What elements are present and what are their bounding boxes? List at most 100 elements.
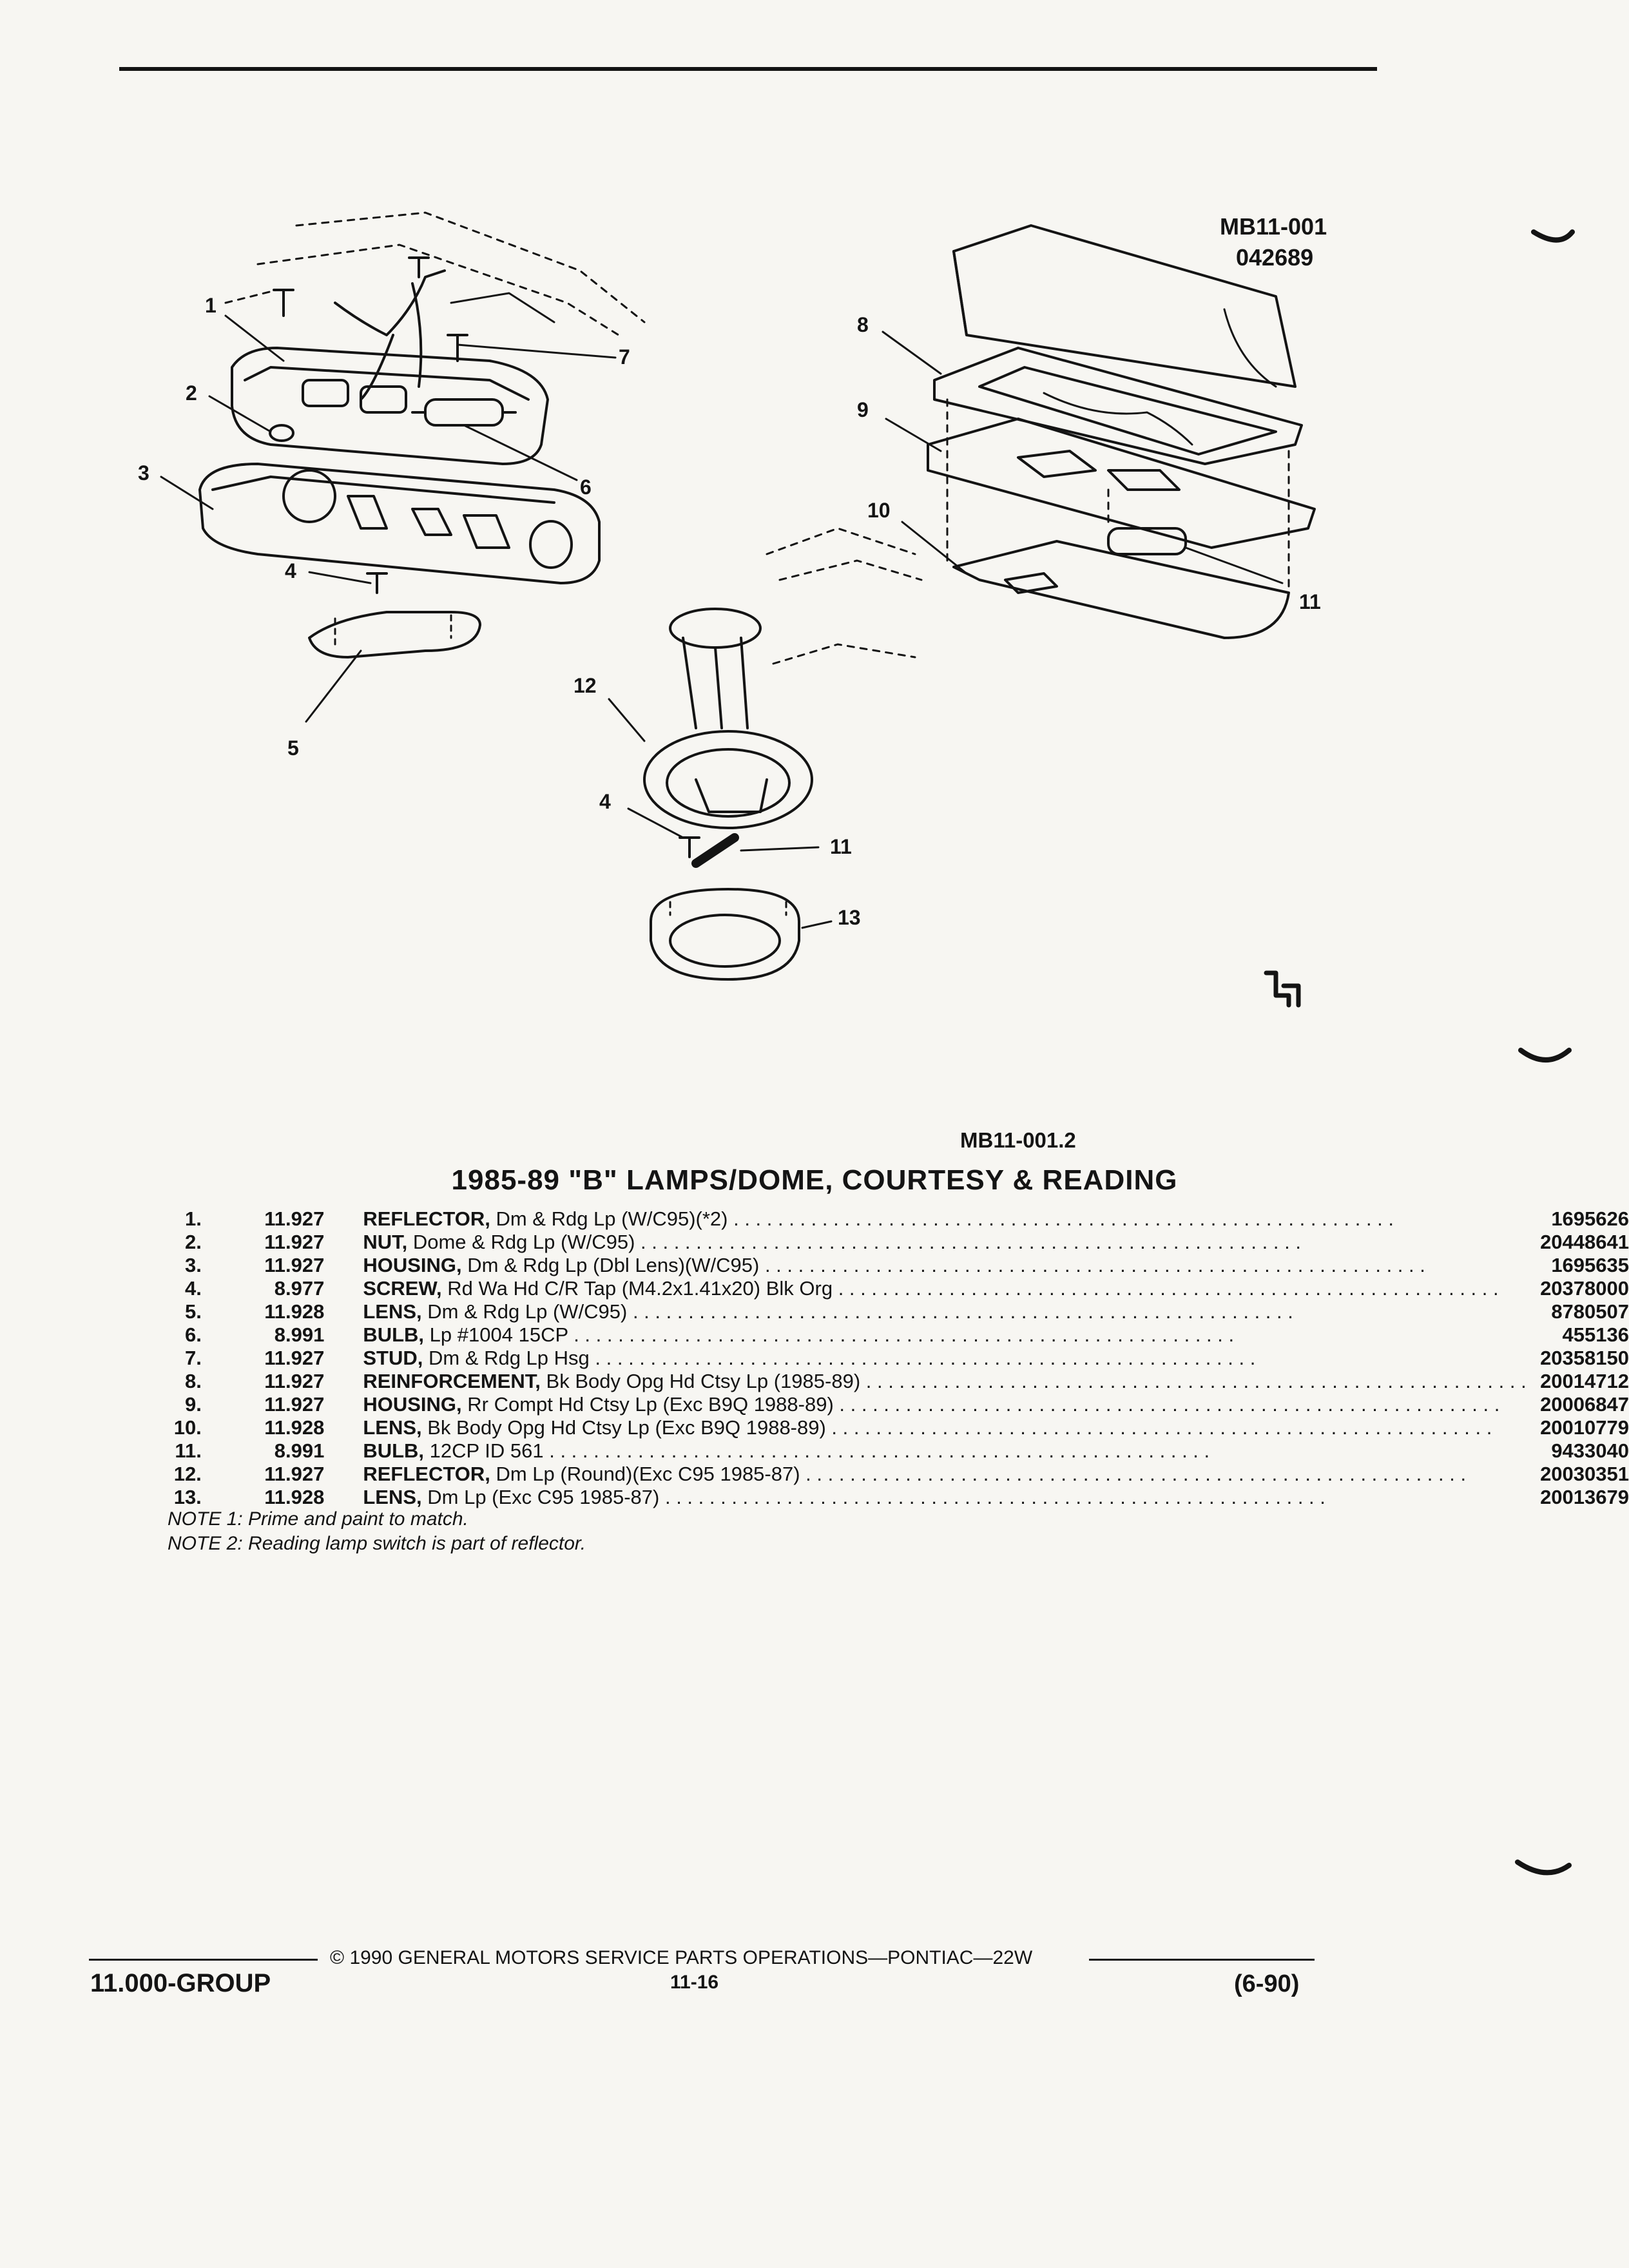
callout-1: 1 <box>205 294 217 317</box>
copyright-line: © 1990 GENERAL MOTORS SERVICE PARTS OPER… <box>330 1947 1033 1968</box>
footer-rule-right <box>1089 1959 1315 1961</box>
part-number: 455136 <box>1562 1323 1629 1346</box>
part-group-number: 11.927 <box>264 1393 325 1416</box>
part-group-number: 8.991 <box>274 1439 325 1462</box>
callout-11-center: 11 <box>830 835 852 858</box>
section-title: 1985-89 "B" LAMPS/DOME, COURTESY & READI… <box>451 1164 1178 1196</box>
part-name: LENS, <box>363 1300 422 1323</box>
part-index: 5. <box>184 1300 202 1323</box>
leader-dots: . . . . . . . . . . . . . . . . . . . . … <box>627 1300 1293 1323</box>
part-group-number: 8.991 <box>274 1323 325 1346</box>
leader-dots: . . . . . . . . . . . . . . . . . . . . … <box>833 1393 1500 1416</box>
part-index: 10. <box>173 1416 202 1439</box>
callout-4: 4 <box>285 559 296 582</box>
callout-12: 12 <box>574 674 597 697</box>
part-group-number: 11.927 <box>264 1370 325 1392</box>
leader-dots: . . . . . . . . . . . . . . . . . . . . … <box>589 1347 1256 1369</box>
courtesy-lamp-assembly <box>882 224 1316 639</box>
part-detail: Dm & Rdg Lp Hsg <box>428 1347 590 1369</box>
figure-code: MB11-001 <box>1220 213 1327 240</box>
part-number: 20006847 <box>1540 1393 1629 1416</box>
part-index: 6. <box>184 1323 202 1346</box>
callout-7: 7 <box>619 345 630 369</box>
part-number: 9433040 <box>1551 1439 1629 1462</box>
leader-dots: . . . . . . . . . . . . . . . . . . . . … <box>860 1370 1527 1392</box>
part-name: REFLECTOR, <box>363 1463 490 1485</box>
part-number: 1695635 <box>1551 1254 1629 1276</box>
part-detail: Rd Wa Hd C/R Tap (M4.2x1.41x20) Blk Org <box>447 1277 833 1300</box>
table-row: 12. 11.927 REFLECTOR, Dm Lp (Round)(Exc C9… <box>148 1463 1629 1486</box>
part-group-number: 8.977 <box>274 1277 325 1300</box>
part-name: LENS, <box>363 1416 422 1439</box>
part-group-number: 11.927 <box>264 1463 325 1485</box>
part-name: HOUSING, <box>363 1254 462 1276</box>
part-number: 20448641 <box>1540 1231 1629 1253</box>
callout-9: 9 <box>857 398 869 421</box>
part-number: 20030351 <box>1540 1463 1629 1485</box>
part-index: 2. <box>184 1231 202 1253</box>
part-name: SCREW, <box>363 1277 442 1300</box>
callout-11-right: 11 <box>1299 590 1321 613</box>
callout-13: 13 <box>838 906 861 929</box>
leader-dots: . . . . . . . . . . . . . . . . . . . . … <box>825 1416 1492 1439</box>
part-description: LENS, Dm Lp (Exc C95 1985-87) . . . . . … <box>363 1486 1526 1509</box>
part-detail: Rr Compt Hd Ctsy Lp (Exc B9Q 1988-89) <box>467 1393 834 1416</box>
note-2: NOTE 2: Reading lamp switch is part of r… <box>168 1533 586 1554</box>
part-group-number: 11.928 <box>264 1486 325 1508</box>
part-description: HOUSING, Rr Compt Hd Ctsy Lp (Exc B9Q 19… <box>363 1393 1526 1416</box>
part-detail: Dm Lp (Exc C95 1985-87) <box>427 1486 660 1508</box>
callout-4-center: 4 <box>599 790 611 813</box>
part-name: STUD, <box>363 1347 423 1369</box>
part-description: BULB, Lp #1004 15CP . . . . . . . . . . … <box>363 1323 1526 1347</box>
leader-dots: . . . . . . . . . . . . . . . . . . . . … <box>759 1254 1425 1276</box>
part-name: NUT, <box>363 1231 408 1253</box>
part-detail: 12CP ID 561 <box>429 1439 544 1462</box>
part-description: REFLECTOR, Dm & Rdg Lp (W/C95)(*2) . . .… <box>363 1207 1526 1231</box>
part-detail: Dm Lp (Round)(Exc C95 1985-87) <box>496 1463 800 1485</box>
part-description: LENS, Bk Body Opg Hd Ctsy Lp (Exc B9Q 19… <box>363 1416 1526 1439</box>
callout-10: 10 <box>867 499 891 522</box>
part-index: 7. <box>184 1347 202 1369</box>
callout-3: 3 <box>138 461 149 485</box>
leader-dots: . . . . . . . . . . . . . . . . . . . . … <box>635 1231 1301 1253</box>
part-number: 20010779 <box>1540 1416 1629 1439</box>
part-description: REFLECTOR, Dm Lp (Round)(Exc C95 1985-87… <box>363 1463 1526 1486</box>
part-number: 8780507 <box>1551 1300 1629 1323</box>
dome-reading-lamp-assembly <box>160 211 646 723</box>
part-number: 20378000 <box>1540 1277 1629 1300</box>
callout-8: 8 <box>857 313 869 336</box>
part-index: 11. <box>175 1439 202 1462</box>
part-number: 20358150 <box>1540 1347 1629 1369</box>
part-number: 20013679 <box>1540 1486 1629 1508</box>
part-name: BULB, <box>363 1323 425 1346</box>
part-description: REINFORCEMENT, Bk Body Opg Hd Ctsy Lp (1… <box>363 1370 1526 1393</box>
part-number: 1695626 <box>1551 1207 1629 1230</box>
part-name: HOUSING, <box>363 1393 462 1416</box>
part-group-number: 11.928 <box>264 1416 325 1439</box>
part-description: STUD, Dm & Rdg Lp Hsg . . . . . . . . . … <box>363 1347 1526 1370</box>
round-dome-lamp-assembly <box>608 527 923 981</box>
figure-bottom-code: MB11-001.2 <box>960 1128 1076 1152</box>
part-number: 20014712 <box>1540 1370 1629 1392</box>
part-index: 13. <box>173 1486 202 1508</box>
part-description: LENS, Dm & Rdg Lp (W/C95) . . . . . . . … <box>363 1300 1526 1323</box>
figure-date-code: 042689 <box>1236 244 1314 271</box>
part-index: 12. <box>173 1463 202 1485</box>
part-detail: Bk Body Opg Hd Ctsy Lp (1985-89) <box>546 1370 861 1392</box>
leader-dots: . . . . . . . . . . . . . . . . . . . . … <box>543 1439 1210 1462</box>
part-detail: Lp #1004 15CP <box>429 1323 568 1346</box>
part-name: LENS, <box>363 1486 422 1508</box>
leader-dots: . . . . . . . . . . . . . . . . . . . . … <box>659 1486 1325 1508</box>
part-group-number: 11.927 <box>264 1207 325 1230</box>
leader-dots: . . . . . . . . . . . . . . . . . . . . … <box>728 1207 1394 1230</box>
part-name: REFLECTOR, <box>363 1207 490 1230</box>
group-label: 11.000-GROUP <box>90 1969 271 1997</box>
revision-date: (6-90) <box>1234 1970 1300 1997</box>
part-detail: Dm & Rdg Lp (Dbl Lens)(W/C95) <box>467 1254 760 1276</box>
part-detail: Dm & Rdg Lp (W/C95) <box>427 1300 628 1323</box>
part-description: SCREW, Rd Wa Hd C/R Tap (M4.2x1.41x20) B… <box>363 1277 1526 1300</box>
